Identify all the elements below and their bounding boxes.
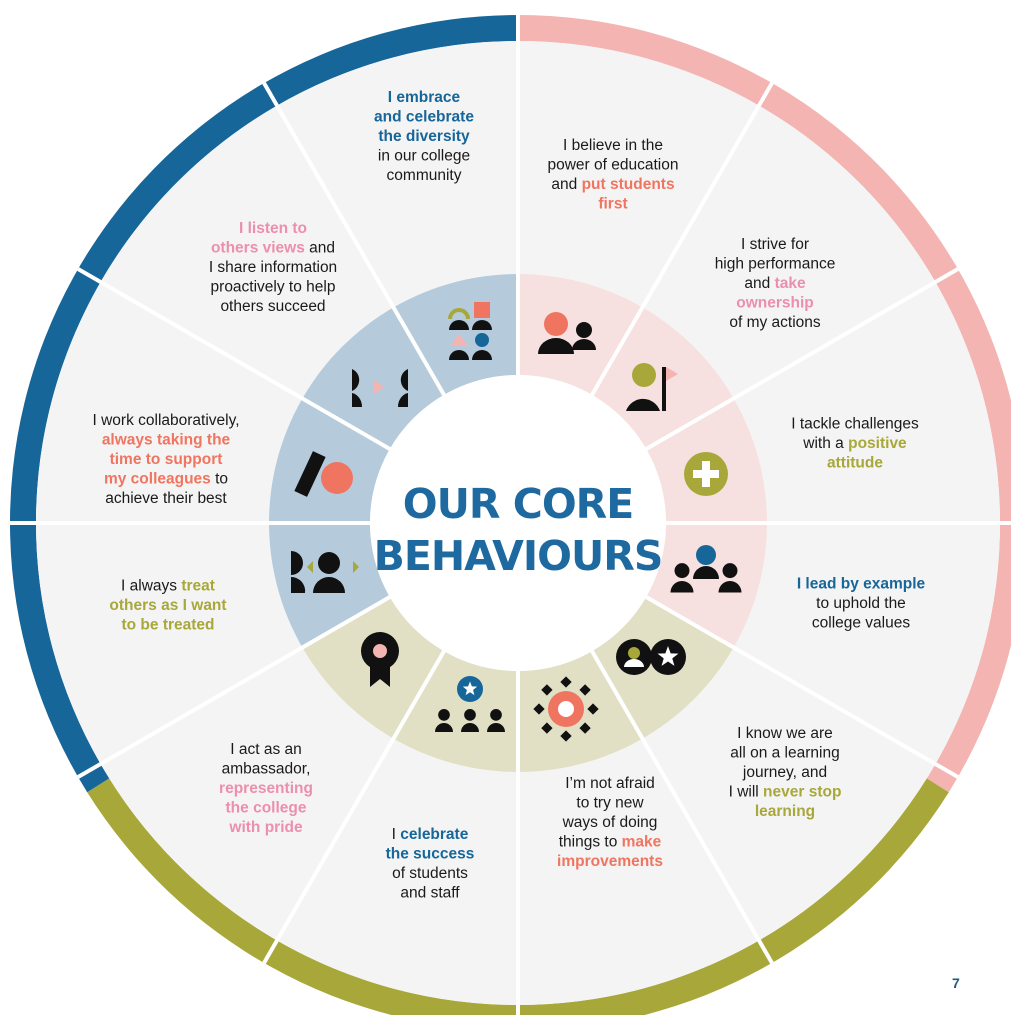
divider-line: [590, 82, 774, 396]
outer-ring-olive: [87, 778, 949, 1015]
behaviour-text-collaborate: I work collaboratively,always taking the…: [92, 412, 239, 507]
learner-star-icon: [616, 639, 686, 675]
segment-dividers: [10, 15, 1011, 1015]
title-line-1: OUR CORE: [403, 480, 634, 528]
block-circle-icon: [294, 451, 353, 497]
sun-gear-icon: [533, 676, 599, 742]
award-badge-icon: [361, 632, 399, 687]
center-disc: [370, 375, 666, 671]
divider-line: [645, 267, 959, 451]
panel-background: [35, 41, 1000, 1006]
behaviour-icons: [291, 302, 742, 742]
people-facing-icon: [291, 551, 359, 593]
divider-line: [262, 650, 446, 964]
divider-line: [77, 267, 391, 451]
divider-line: [645, 595, 959, 779]
flag-person-icon: [626, 363, 678, 411]
outer-ring-blue: [10, 15, 519, 793]
outer-ring-pink: [518, 15, 1011, 793]
segment-panels: [35, 41, 1000, 1006]
celebrate-group-icon: [435, 676, 505, 732]
outer-ring: [10, 15, 1011, 1015]
page-number: 7: [952, 975, 960, 991]
divider-line: [262, 82, 446, 396]
plus-circle-icon: [684, 452, 728, 496]
divider-line: [590, 650, 774, 964]
title-line-2: BEHAVIOURS: [374, 532, 663, 580]
students-first-icon: [538, 312, 596, 354]
divider-line: [77, 595, 391, 779]
listening-faces-icon: [352, 369, 408, 407]
group-leader-icon: [670, 545, 742, 593]
diversity-shapes-icon: [448, 302, 492, 360]
